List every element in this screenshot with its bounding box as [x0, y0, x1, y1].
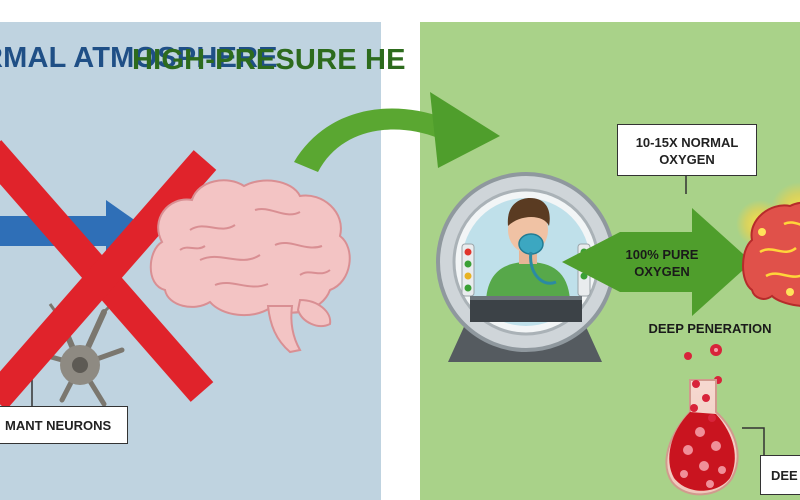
left-panel-heading: RMAL ATMOSPHERE [0, 42, 278, 74]
blood-vessel-icon [665, 379, 739, 496]
pure-oxygen-label: 100% PURE OXYGEN [612, 246, 712, 280]
oxygen-label-line1: 10-15X NORMAL [635, 135, 739, 150]
red-x-icon [0, 140, 217, 410]
oxygen-arrow-icon [562, 208, 752, 316]
blood-drops-icon [684, 344, 722, 384]
oxygen-label-line2: OXYGEN [659, 152, 715, 167]
patient-with-mask-icon [470, 198, 582, 322]
deep-label: DEE [771, 468, 798, 483]
neurons-label-box: MANT NEURONS [0, 406, 128, 444]
pure-oxygen-line2: OXYGEN [634, 264, 690, 279]
pure-oxygen-line1: 100% PURE [625, 247, 699, 262]
deep-label-box: DEE [760, 455, 800, 495]
deep-pointer-line [742, 427, 765, 456]
oxygen-label-box: 10-15X NORMAL OXYGEN [617, 124, 757, 176]
brain-icon [149, 179, 351, 354]
penetration-label: DEEP PENERATION [648, 321, 772, 336]
neurons-label: MANT NEURONS [5, 418, 112, 433]
transition-arrow-icon [294, 92, 500, 172]
glowing-brain-icon [736, 182, 800, 307]
right-panel-heading: HIGH-PRESURE HE [132, 44, 406, 76]
